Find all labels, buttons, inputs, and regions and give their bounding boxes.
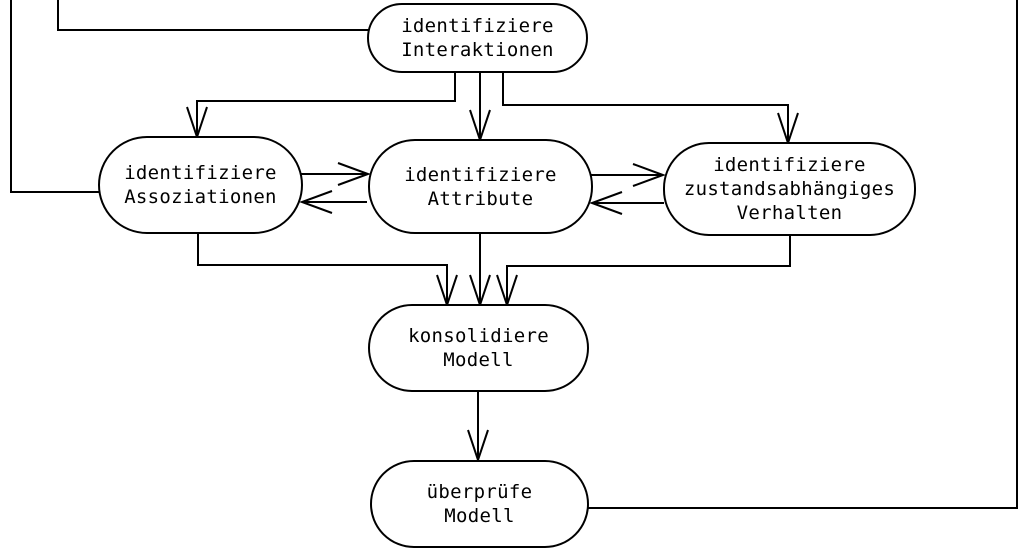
edge-ueberpruefe-to-offscreen — [587, 0, 1018, 509]
arrowhead-left-icon — [299, 190, 333, 214]
edge-offscreen-to-assoziationen — [10, 0, 100, 193]
node-ueberpruefe-modell: überprüfe Modell — [370, 460, 589, 548]
arrowhead-right-icon — [632, 163, 666, 187]
edge-verhalten-to-konsolidiere — [506, 235, 791, 302]
node-identifiziere-attribute: identifiziere Attribute — [368, 139, 593, 234]
edge-assoziationen-to-konsolidiere — [197, 233, 448, 302]
edge-offscreen-to-interaktionen — [57, 0, 369, 31]
arrowhead-left-icon — [589, 191, 623, 215]
node-identifiziere-assoziationen: identifiziere Assoziationen — [98, 136, 303, 234]
arrowhead-right-icon — [337, 162, 371, 186]
edge-interaktionen-to-assoziationen — [196, 72, 456, 135]
node-konsolidiere-modell: konsolidiere Modell — [368, 304, 589, 392]
node-identifiziere-zustandsabhaengiges-verhalten: identifiziere zustandsabhängiges Verhalt… — [663, 142, 916, 236]
edge-interaktionen-to-verhalten — [502, 72, 789, 141]
node-identifiziere-interaktionen: identifiziere Interaktionen — [367, 3, 588, 73]
